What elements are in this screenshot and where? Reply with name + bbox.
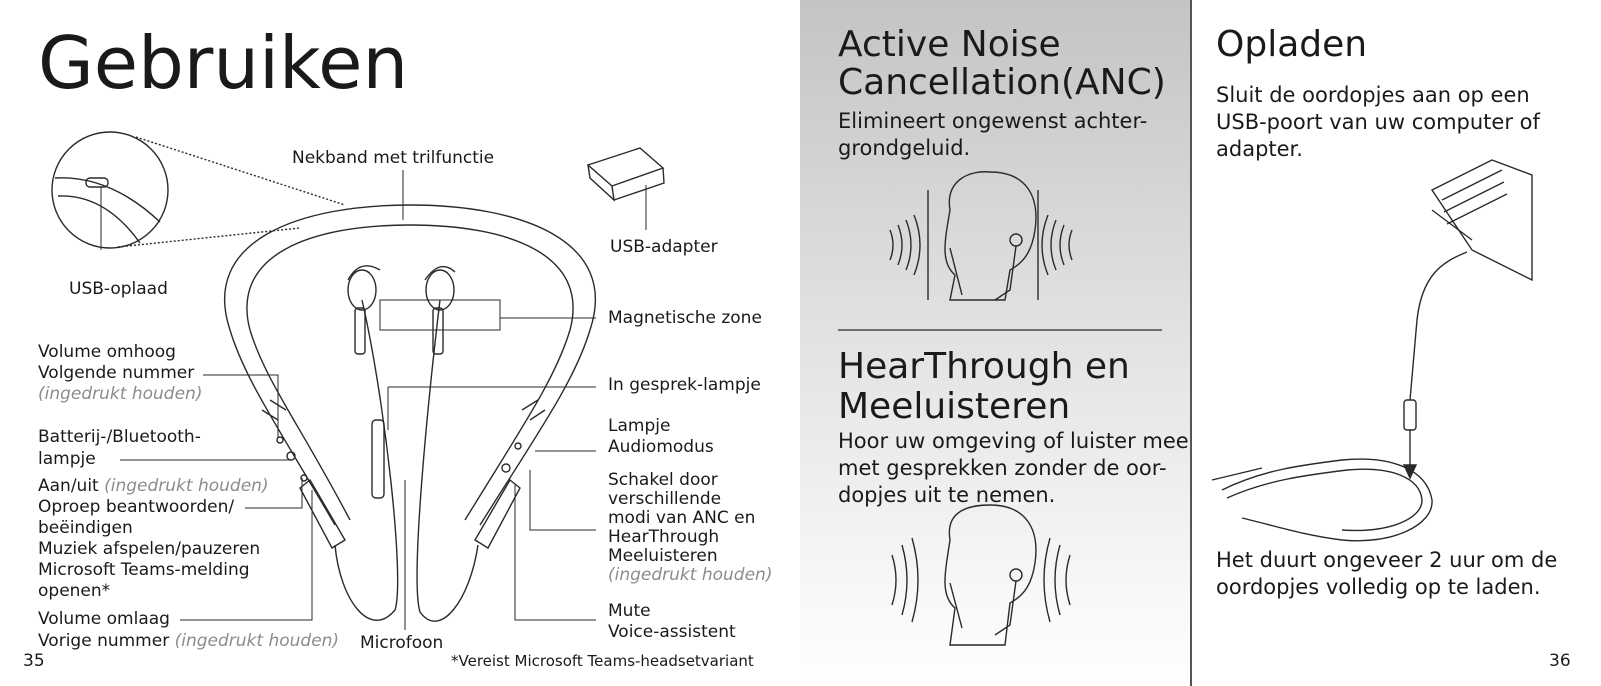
- anc-title-2: Cancellation(ANC): [838, 62, 1166, 103]
- label-in-call-light: In gesprek-lampje: [608, 375, 761, 395]
- headset-illustration: [51, 131, 665, 630]
- usb-cable-icon: [1402, 251, 1468, 480]
- laptop-icon: [1430, 159, 1533, 282]
- page-number-left: 35: [23, 651, 45, 671]
- sound-wave-icon-2: [891, 537, 1071, 623]
- label-next-track: Volgende nummer: [38, 363, 195, 383]
- label-answer: Oproep beantwoorden/: [38, 497, 235, 517]
- page-divider: [1190, 0, 1192, 686]
- ht-title-2: Meeluisteren: [838, 386, 1071, 427]
- right-page: Opladen Sluit de oordopjes aan op een US…: [1192, 0, 1601, 686]
- usb-adapter-icon: [586, 147, 665, 202]
- middle-page: Active Noise Cancellation(ANC) Elimineer…: [800, 0, 1190, 686]
- page-title: Gebruiken: [38, 21, 409, 105]
- label-audio-mode-2: Audiomodus: [608, 437, 714, 457]
- charging-body: Sluit de oordopjes aan op een: [1216, 83, 1530, 107]
- label-prev-track-text: Vorige nummer: [38, 631, 170, 651]
- charging-illustration: [1211, 159, 1533, 542]
- label-hold-2: (ingedrukt houden): [104, 476, 269, 496]
- neckband-icon: [223, 204, 597, 549]
- label-battery-2: lampje: [38, 449, 96, 469]
- label-hold-3: (ingedrukt houden): [608, 565, 773, 585]
- anc-head-illustration: [838, 171, 1162, 646]
- label-answer-4: Microsoft Teams-melding: [38, 560, 250, 580]
- charging-title: Opladen: [1216, 24, 1368, 65]
- charging-time: Het duurt ongeveer 2 uur om de: [1216, 548, 1558, 572]
- anc-body-2: grondgeluid.: [838, 136, 971, 160]
- head-icon: [944, 171, 1037, 301]
- anc-title: Active Noise: [838, 24, 1061, 65]
- label-volume-down: Volume omlaag: [38, 609, 170, 629]
- label-switch-5: Meeluisteren: [608, 546, 718, 566]
- charging-body-3: adapter.: [1216, 137, 1303, 161]
- ht-title: HearThrough en: [838, 346, 1130, 387]
- anc-body: Elimineert ongewenst achter-: [838, 109, 1148, 133]
- label-neckband: Nekband met trilfunctie: [292, 148, 495, 168]
- label-voice-assistant: Voice-assistent: [608, 622, 736, 642]
- label-switch-2: verschillende: [608, 489, 722, 509]
- label-answer-5: openen*: [38, 581, 111, 601]
- label-mute: Mute: [608, 601, 651, 621]
- label-answer-2: beëindigen: [38, 518, 133, 538]
- charging-time-2: oordopjes volledig op te laden.: [1216, 575, 1541, 599]
- usb-port-zoom-icon: [51, 131, 346, 250]
- label-prev-track: Vorige nummer (ingedrukt houden): [38, 631, 339, 652]
- label-audio-mode: Lampje: [608, 416, 671, 436]
- label-usb-adapter: USB-adapter: [610, 237, 718, 257]
- left-page: Gebruiken: [0, 0, 800, 686]
- ht-body-2: met gesprekken zonder de oor-: [838, 456, 1167, 480]
- ht-body-3: dopjes uit te nemen.: [838, 483, 1056, 507]
- label-switch-1: Schakel door: [608, 470, 718, 490]
- label-microphone: Microfoon: [360, 633, 444, 653]
- label-answer-3: Muziek afspelen/pauzeren: [38, 539, 261, 559]
- sound-wave-icon: [889, 190, 1073, 300]
- footnote: *Vereist Microsoft Teams-headsetvariant: [451, 652, 754, 670]
- label-volume-up: Volume omhoog: [38, 342, 176, 362]
- headset-charging-icon: [1211, 458, 1433, 542]
- charging-body-2: USB-poort van uw computer of: [1216, 110, 1540, 134]
- label-usb-charge: USB-oplaad: [69, 279, 168, 299]
- label-hold-1: (ingedrukt houden): [38, 384, 203, 404]
- leader-lines: [120, 170, 647, 630]
- label-magnetic-zone: Magnetische zone: [608, 308, 762, 328]
- label-power-text: Aan/uit: [38, 476, 99, 496]
- page-number-right: 36: [1549, 651, 1571, 671]
- ht-body: Hoor uw omgeving of luister mee: [838, 429, 1189, 453]
- head-icon-2: [944, 504, 1037, 646]
- label-battery: Batterij-/Bluetooth-: [38, 427, 201, 447]
- label-power: Aan/uit (ingedrukt houden): [38, 476, 269, 497]
- label-switch-3: modi van ANC en: [608, 508, 756, 528]
- label-hold-4: (ingedrukt houden): [174, 631, 340, 651]
- earbuds-icon: [334, 265, 479, 622]
- label-switch-4: HearThrough: [608, 527, 720, 547]
